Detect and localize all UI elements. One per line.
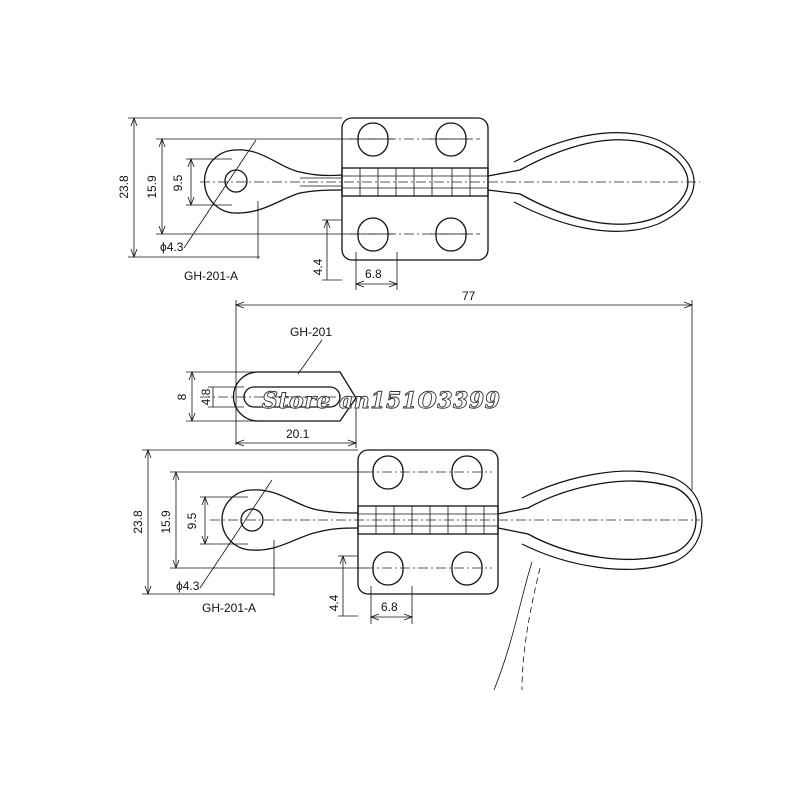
watermark: Store an151O3399 [262,388,501,414]
dim-slot-offset: 4.4 [327,594,341,611]
dim-slot-offset: 4.4 [311,258,325,275]
model-label: GH-201-A [202,601,256,615]
top-view: 23.8 15.9 9.5 ϕ4.3 GH-201-A 4.4 6.8 [117,116,700,290]
mounting-slot [435,217,467,252]
handle-grip [521,470,703,570]
model-label: GH-201-A [184,269,238,283]
side-view: 77 8 4.8 20.1 GH-201 [175,289,694,490]
clamp-arm [235,149,343,177]
clamp-arm [251,489,359,514]
handle-open-outline [493,561,533,691]
dim-height-total: 23.8 [131,510,145,534]
dim-hole-dia: ϕ4.3 [176,579,200,593]
dim-height-eye: 9.5 [171,174,185,191]
dim-hole-dia: ϕ4.3 [160,240,184,254]
model-label: GH-201 [290,325,332,339]
mounting-slot [372,455,404,490]
dim-tip-slot: 4.8 [199,388,213,405]
dim-height-mid: 15.9 [159,510,173,534]
mounting-slot [451,551,483,586]
mounting-slot [451,455,483,490]
dim-height-eye: 9.5 [185,512,199,529]
dim-height-total: 23.8 [117,175,131,199]
mounting-slot [372,551,404,586]
mounting-slot [435,122,467,157]
mounting-slot [357,122,389,157]
mounting-slot [357,217,389,252]
dim-slot-width: 6.8 [365,267,382,281]
dim-slot-width: 6.8 [381,600,398,614]
dim-tip-height: 8 [175,393,189,400]
dim-overall-length: 77 [462,289,476,303]
bottom-view: 23.8 15.9 9.5 ϕ4.3 GH-201-A 4.4 6.8 [131,448,703,691]
dim-tip-length: 20.1 [286,427,310,441]
dim-height-mid: 15.9 [145,175,159,199]
